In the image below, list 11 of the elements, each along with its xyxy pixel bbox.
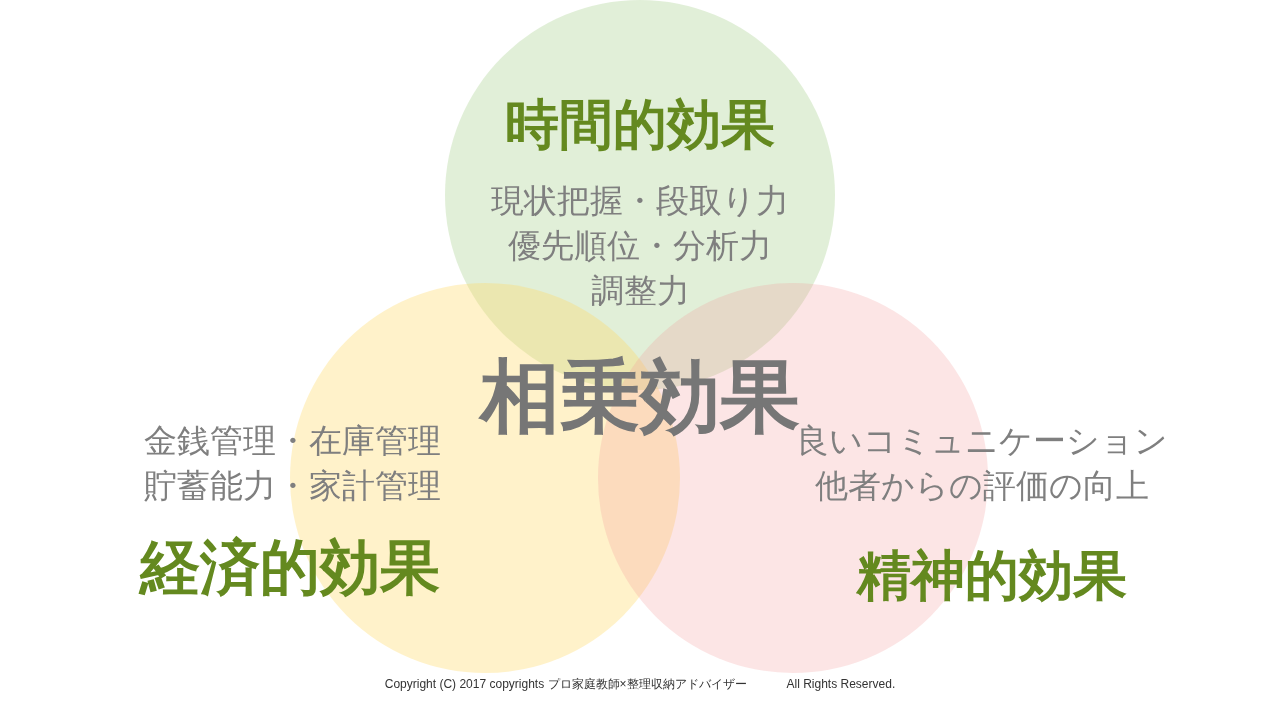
- skill-text: 貯蓄能力・家計管理: [143, 465, 441, 507]
- copyright-text: Copyright (C) 2017 copyrights プロ家庭教師×整理収納アドバイザー: [384, 676, 747, 692]
- effect-heading: 精神的効果: [857, 542, 1127, 608]
- effect-heading: 経済的効果: [140, 532, 440, 602]
- effect-heading: 時間的効果: [505, 92, 775, 156]
- skill-text: 他者からの評価の向上: [815, 465, 1149, 507]
- skill-text: 調整力: [590, 270, 690, 312]
- skill-text: 金銭管理・在庫管理: [143, 420, 441, 462]
- skill-text: 現状把握・段取り力: [491, 180, 789, 222]
- copyright-text: All Rights Reserved.: [786, 676, 896, 692]
- skill-text: 優先順位・分析力: [508, 225, 772, 267]
